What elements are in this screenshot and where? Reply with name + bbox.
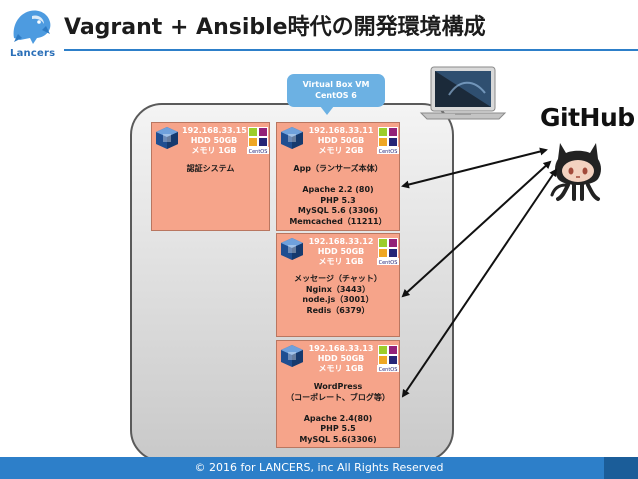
virtualbox-icon (156, 127, 178, 149)
vm-memory: メモリ 1GB (191, 146, 237, 155)
virtualbox-icon (281, 127, 303, 149)
vm-box-message: CentOS 192.168.33.12 HDD 50GB メモリ 1GB メッ… (276, 233, 400, 337)
centos-icon: CentOS (377, 127, 399, 154)
vm-body: WordPress （コーポレート、ブログ等） Apache 2.4(80) P… (279, 382, 397, 445)
octocat-icon (550, 143, 601, 201)
virtualbox-callout: Virtual Box VM CentOS 6 (287, 74, 385, 107)
vm-body-line: メッセージ（チャット） (294, 274, 382, 283)
vm-hdd: HDD 50GB (317, 136, 365, 145)
vm-box-app: CentOS 192.168.33.11 HDD 50GB メモリ 2GB Ap… (276, 122, 400, 231)
callout-line-2: CentOS 6 (315, 91, 357, 100)
vm-ip: 192.168.33.15 (182, 126, 247, 135)
footer-accent-block (604, 457, 638, 479)
vm-hdd: HDD 50GB (317, 247, 365, 256)
virtualbox-icon (281, 345, 303, 367)
vm-memory: メモリ 1GB (318, 364, 364, 373)
virtualbox-icon (281, 238, 303, 260)
vm-body: 認証システム (154, 164, 267, 175)
centos-icon: CentOS (247, 127, 269, 154)
page-title: Vagrant + Ansible時代の開発環境構成 (64, 15, 486, 40)
vm-body-line: MySQL 5.6 (3306) (297, 206, 379, 215)
vm-body-line (279, 403, 397, 414)
title-divider (64, 49, 638, 51)
callout-line-1: Virtual Box VM (302, 80, 370, 89)
callout-pointer (320, 106, 334, 115)
vm-ip: 192.168.33.11 (308, 126, 374, 135)
vm-body-line: PHP 5.3 (320, 195, 356, 205)
vm-body-line: App（ランサーズ本体） (293, 164, 383, 173)
vm-body: メッセージ（チャット） Nginx（3443） node.js（3001） Re… (279, 274, 397, 316)
vm-body-line (279, 175, 397, 186)
vm-memory: メモリ 2GB (318, 146, 364, 155)
github-logo: GitHub (540, 103, 635, 132)
vm-body-line: node.js（3001） (302, 295, 374, 304)
vm-body-line: PHP 5.5 (320, 424, 356, 433)
lancers-logo: Lancers (6, 4, 58, 59)
footer-bar: © 2016 for LANCERS, inc All Rights Reser… (0, 457, 638, 479)
vm-body-line: 認証システム (186, 164, 235, 173)
svg-text:CentOS: CentOS (249, 149, 268, 154)
vm-body-line: Memcached（11211） (289, 216, 387, 226)
vm-header: 192.168.33.12 HDD 50GB メモリ 1GB (307, 237, 375, 267)
vm-body-line: Apache 2.4(80) (303, 413, 373, 423)
lancers-logo-icon (13, 10, 51, 44)
vm-ip: 192.168.33.13 (308, 344, 374, 353)
centos-icon: CentOS (377, 345, 399, 372)
vm-hdd: HDD 50GB (317, 354, 365, 363)
vm-box-wordpress: CentOS 192.168.33.13 HDD 50GB メモリ 1GB Wo… (276, 340, 400, 448)
vm-header: 192.168.33.11 HDD 50GB メモリ 2GB (307, 126, 375, 156)
vm-header: 192.168.33.15 HDD 50GB メモリ 1GB (182, 126, 247, 156)
vm-body: App（ランサーズ本体） Apache 2.2 (80) PHP 5.3 MyS… (279, 164, 397, 227)
vm-body-line: MySQL 5.6(3306) (299, 434, 377, 444)
vm-header: 192.168.33.13 HDD 50GB メモリ 1GB (307, 344, 375, 374)
vm-hdd: HDD 50GB (190, 136, 238, 145)
vm-memory: メモリ 1GB (318, 257, 364, 266)
lancers-logo-text: Lancers (10, 48, 56, 59)
vm-ip: 192.168.33.12 (308, 237, 374, 246)
svg-text:CentOS: CentOS (379, 367, 398, 372)
centos-icon: CentOS (377, 238, 399, 265)
vm-body-line: Apache 2.2 (80) (302, 185, 374, 194)
svg-text:CentOS: CentOS (379, 260, 398, 265)
vm-body-line: Nginx（3443） (305, 284, 371, 294)
svg-text:CentOS: CentOS (379, 149, 398, 154)
vm-body-line: （コーポレート、ブログ等） (286, 392, 390, 402)
footer-copyright: © 2016 for LANCERS, inc All Rights Reser… (194, 461, 444, 474)
laptop-icon (419, 66, 507, 120)
vm-body-line: WordPress (313, 382, 363, 391)
vm-body-line: Redis（6379） (306, 305, 370, 315)
vm-box-auth: CentOS 192.168.33.15 HDD 50GB メモリ 1GB 認証… (151, 122, 270, 231)
